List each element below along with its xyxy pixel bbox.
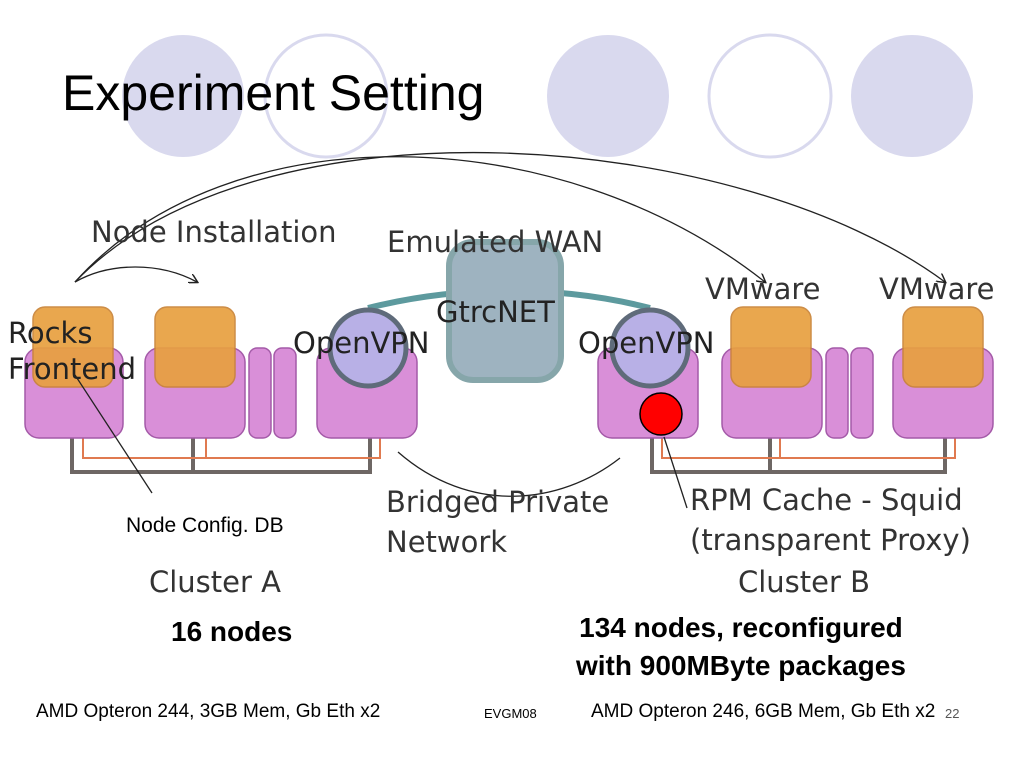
squid-callout-line: [663, 436, 688, 509]
footer-left-specs: AMD Opteron 244, 3GB Mem, Gb Eth x2: [36, 701, 381, 722]
arrow-to-cluster-a-node: [74, 266, 197, 282]
compute-vm: [154, 306, 236, 388]
vmware-vm-2: [902, 306, 984, 388]
openvpn-a-label: OpenVPN: [293, 326, 430, 360]
bridged-network-arc: [397, 451, 621, 497]
deco-circle-outline: [707, 33, 833, 159]
rocks-frontend-line2: Frontend: [8, 352, 136, 386]
node-installation-label: Node Installation: [91, 215, 337, 249]
bridged-network-label: Bridged Private Network: [386, 482, 609, 562]
compute-node-slim: [248, 347, 272, 439]
compute-node-slim: [850, 347, 874, 439]
cluster-a-nodes-label: 16 nodes: [171, 616, 293, 647]
emulated-wan-label: Emulated WAN: [387, 225, 604, 259]
cluster-b-nodes-line1: 134 nodes, reconfigured: [579, 612, 903, 643]
compute-node-slim: [825, 347, 849, 439]
rpm-cache-label: RPM Cache - Squid (transparent Proxy): [690, 480, 971, 560]
decorative-circles: [122, 33, 973, 159]
rpm-cache-line2: (transparent Proxy): [690, 523, 971, 557]
rocks-frontend-vm: [32, 306, 114, 388]
squid-cache-dot: [639, 392, 683, 436]
cluster-a-vms: [32, 306, 236, 388]
gtrcnet-label: GtrcNET: [436, 295, 555, 329]
bridged-network-line1: Bridged Private: [386, 485, 610, 519]
gtrcnet-box: [446, 239, 564, 383]
node-config-callout-line: [74, 374, 153, 494]
deco-circle-filled: [547, 35, 669, 157]
cluster-b-nodes-label: 134 nodes, reconfigured with 900MByte pa…: [576, 609, 906, 685]
deco-circle-filled: [851, 35, 973, 157]
rocks-frontend-line1: Rocks: [8, 316, 93, 350]
openvpn-b-circle: [609, 307, 691, 389]
rpm-cache-line1: RPM Cache - Squid: [690, 483, 963, 517]
rocks-frontend-label: Rocks Frontend: [8, 315, 136, 387]
cluster-b-bus: [650, 438, 947, 474]
cluster-b-label: Cluster B: [738, 565, 871, 599]
openvpn-b-label: OpenVPN: [578, 326, 715, 360]
cluster-a-bus: [70, 420, 372, 474]
arrow-to-vmware-1: [74, 156, 765, 282]
node-config-db-label: Node Config. DB: [126, 514, 284, 537]
footer-right-specs: AMD Opteron 246, 6GB Mem, Gb Eth x2: [591, 701, 936, 722]
openvpn-a-circle: [327, 307, 409, 389]
bridged-network-line2: Network: [386, 525, 508, 559]
cluster-a-label: Cluster A: [149, 565, 281, 599]
page-number: 22: [945, 706, 960, 721]
deco-circle-filled: [122, 35, 244, 157]
vmware-2-label: VMware: [879, 272, 995, 306]
arrow-to-vmware-2: [74, 151, 945, 282]
cluster-b-vms: [730, 306, 984, 388]
installation-arrows: [74, 151, 945, 282]
slide-title: Experiment Setting: [62, 65, 485, 121]
compute-node-slim: [273, 347, 297, 439]
cluster-b-nodes-line2: with 900MByte packages: [576, 650, 906, 681]
emulated-wan: [367, 239, 651, 383]
deco-circle-outline: [263, 33, 389, 159]
private-network-bus: [70, 420, 947, 474]
footer-center-label: EVGM08: [484, 706, 537, 721]
vmware-vm-1: [730, 306, 812, 388]
vmware-1-label: VMware: [705, 272, 821, 306]
